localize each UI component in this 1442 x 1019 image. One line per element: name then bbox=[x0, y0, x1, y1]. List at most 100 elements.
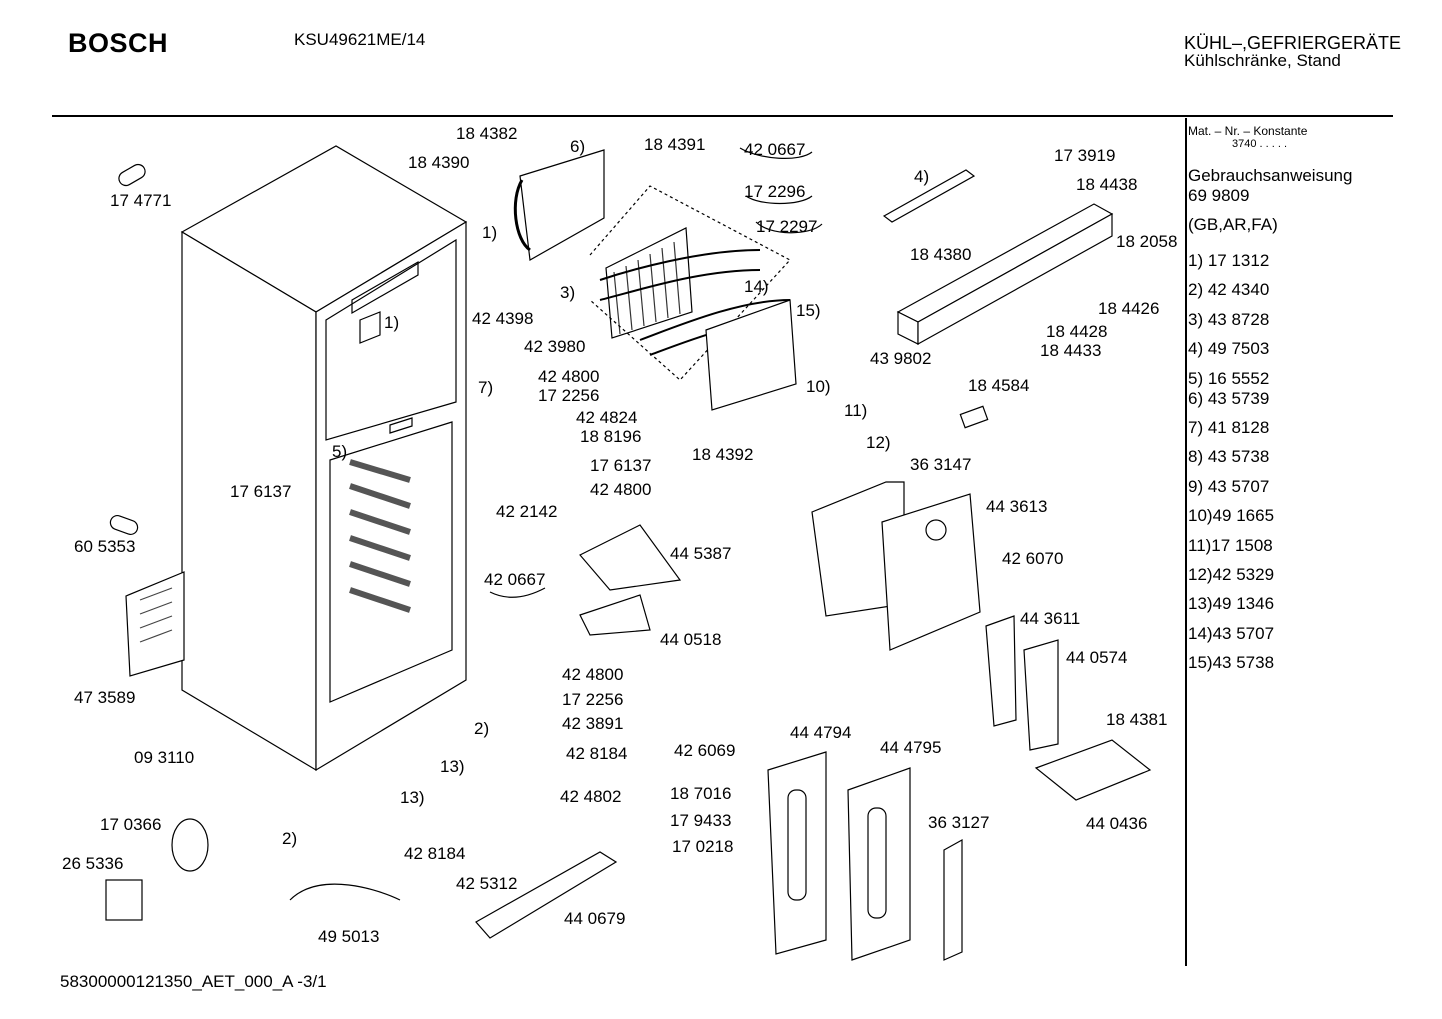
callout-label: 44 5387 bbox=[670, 544, 731, 563]
callout-label: 17 2256 bbox=[538, 386, 599, 405]
reference-item: 2) 42 4340 bbox=[1188, 280, 1270, 300]
callout-label: 18 4584 bbox=[968, 376, 1029, 395]
callout-label: 42 4824 bbox=[576, 408, 637, 427]
reference-item: 14)43 5707 bbox=[1188, 623, 1275, 643]
reference-item: 11)17 1508 bbox=[1188, 535, 1273, 555]
fridge-cabinet-drawing bbox=[180, 145, 468, 772]
callout-label: 18 4380 bbox=[910, 245, 971, 264]
callout-label: 1) bbox=[384, 313, 399, 332]
callout-label: 18 4428 bbox=[1046, 322, 1107, 341]
callout-label: 18 2058 bbox=[1116, 232, 1177, 251]
callout-label: 17 2256 bbox=[562, 690, 623, 709]
manual-languages: (GB,AR,FA) bbox=[1188, 215, 1278, 234]
callout-label: 42 3980 bbox=[524, 337, 585, 356]
callout-label: 2) bbox=[474, 719, 489, 738]
callout-label: 42 0667 bbox=[744, 140, 805, 159]
callout-label: 15) bbox=[796, 301, 821, 320]
callout-label: 44 3611 bbox=[1020, 609, 1080, 628]
document-id: 58300000121350_AET_000_A -3/1 bbox=[60, 972, 327, 991]
callout-label: 42 4398 bbox=[472, 309, 533, 328]
manual-label: Gebrauchsanweisung bbox=[1188, 166, 1353, 185]
callout-label: 18 4381 bbox=[1106, 710, 1167, 729]
callout-label: 1) bbox=[482, 223, 497, 242]
callout-label: 42 4800 bbox=[562, 665, 623, 684]
callout-label: 42 5312 bbox=[456, 874, 517, 893]
callout-label: 13) bbox=[440, 757, 465, 776]
mat-value: 3740 . . . . . bbox=[1232, 138, 1288, 150]
callout-label: 42 8184 bbox=[566, 744, 627, 763]
brand-logo: BOSCH bbox=[68, 28, 169, 58]
callout-label: 17 2296 bbox=[744, 182, 805, 201]
manual-number: 69 9809 bbox=[1188, 186, 1250, 205]
callout-label: 17 6137 bbox=[230, 482, 291, 501]
reference-item: 15)43 5738 bbox=[1188, 653, 1275, 673]
reference-item: 9) 43 5707 bbox=[1188, 476, 1270, 496]
callout-label: 2) bbox=[282, 829, 297, 848]
condenser-drawing bbox=[125, 571, 185, 677]
reference-item: 7) 41 8128 bbox=[1188, 417, 1270, 437]
callout-label: 18 4382 bbox=[456, 124, 517, 143]
callout-label: 17 4771 bbox=[110, 191, 171, 210]
callout-label: 42 8184 bbox=[404, 844, 465, 863]
reference-item: 12)42 5329 bbox=[1188, 564, 1275, 584]
callout-label: 17 9433 bbox=[670, 811, 731, 830]
reference-item: 10)49 1665 bbox=[1188, 506, 1275, 526]
callout-label: 26 5336 bbox=[62, 854, 123, 873]
callout-label: 13) bbox=[400, 788, 425, 807]
callout-label: 44 0679 bbox=[564, 909, 625, 928]
callout-label: 11) bbox=[844, 401, 867, 420]
callout-label: 36 3147 bbox=[910, 455, 971, 474]
callout-label: 44 4795 bbox=[880, 738, 941, 757]
callout-label: 42 3891 bbox=[562, 714, 623, 733]
panel-36-3147-drawing bbox=[811, 481, 981, 651]
callout-label: 3) bbox=[560, 283, 575, 302]
callout-label: 49 5013 bbox=[318, 927, 379, 946]
callout-label: 17 2297 bbox=[756, 217, 817, 236]
callout-label: 18 8196 bbox=[580, 427, 641, 446]
reference-item: 4) 49 7503 bbox=[1188, 339, 1270, 359]
callout-label: 18 4390 bbox=[408, 153, 469, 172]
callout-label: 43 9802 bbox=[870, 349, 931, 368]
callout-label: 09 3110 bbox=[134, 748, 194, 767]
reference-item: 1) 17 1312 bbox=[1188, 251, 1270, 270]
callout-label: 42 4802 bbox=[560, 787, 621, 806]
callout-label: 42 6069 bbox=[674, 741, 735, 760]
category-subtitle: Kühlschränke, Stand bbox=[1184, 51, 1341, 70]
reference-item: 5) 16 5552 bbox=[1188, 368, 1270, 388]
callout-label: 44 0518 bbox=[660, 630, 721, 649]
callout-label: 17 0218 bbox=[672, 837, 733, 856]
callout-label: 18 7016 bbox=[670, 784, 731, 803]
callout-label: 42 0667 bbox=[484, 570, 545, 589]
model-number: KSU49621ME/14 bbox=[294, 30, 426, 49]
callout-label: 4) bbox=[914, 167, 929, 186]
callout-label: 12) bbox=[866, 433, 891, 452]
callout-label: 42 6070 bbox=[1002, 549, 1063, 568]
callout-label: 14) bbox=[744, 277, 769, 296]
mat-title: Mat. – Nr. – Konstante bbox=[1188, 124, 1308, 138]
callout-label: 5) bbox=[332, 442, 347, 461]
callout-label: 42 2142 bbox=[496, 502, 557, 521]
callout-label: 18 4426 bbox=[1098, 299, 1159, 318]
evaporator-drawing bbox=[513, 147, 823, 411]
reference-item: 13)49 1346 bbox=[1188, 594, 1275, 614]
callout-label: 17 0366 bbox=[100, 815, 161, 834]
callout-label: 44 0574 bbox=[1066, 648, 1127, 667]
callout-label: 18 4433 bbox=[1040, 341, 1101, 360]
callout-label: 44 4794 bbox=[790, 723, 851, 742]
callout-label: 44 0436 bbox=[1086, 814, 1147, 833]
reference-item: 3) 43 8728 bbox=[1188, 309, 1270, 329]
callout-label: 42 4800 bbox=[538, 367, 599, 386]
door-racks-drawing bbox=[767, 615, 1152, 961]
callout-label: 36 3127 bbox=[928, 813, 989, 832]
sidebar-parts-list: Mat. – Nr. – Konstante 3740 . . . . . Ge… bbox=[1188, 124, 1428, 682]
reference-item: 8) 43 5738 bbox=[1188, 447, 1270, 467]
callout-label: 17 3919 bbox=[1054, 146, 1115, 165]
reference-item: 6) 43 5739 bbox=[1188, 388, 1270, 408]
callout-labels: 18 4382 18 4390 6) 18 4391 42 0667 17 22… bbox=[62, 124, 1177, 946]
callout-label: 47 3589 bbox=[74, 688, 135, 707]
misc-parts-drawing bbox=[105, 163, 682, 939]
reference-list: 1) 17 1312 2) 42 4340 3) 43 8728 4) 49 7… bbox=[1188, 251, 1428, 682]
callout-label: 42 4800 bbox=[590, 480, 651, 499]
callout-label: 60 5353 bbox=[74, 537, 135, 556]
